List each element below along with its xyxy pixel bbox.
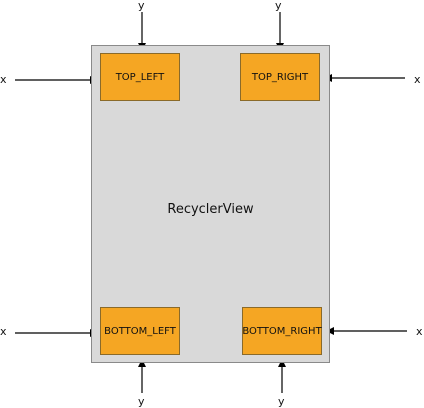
x-label-top-right: x <box>414 73 421 86</box>
item-top-left-label: TOP_LEFT <box>115 71 165 83</box>
x-label-top-left: x <box>0 73 7 86</box>
y-label-bottom-left: y <box>138 395 145 408</box>
y-label-bottom-right: y <box>278 395 285 408</box>
y-label-top-right: y <box>275 0 282 12</box>
y-label-top-left: y <box>138 0 145 12</box>
item-bottom-left: BOTTOM_LEFT <box>100 307 180 355</box>
x-label-bottom-left: x <box>0 325 7 338</box>
item-top-left: TOP_LEFT <box>100 53 180 101</box>
item-bottom-left-label: BOTTOM_LEFT <box>104 325 176 337</box>
item-top-right: TOP_RIGHT <box>240 53 320 101</box>
item-top-right-label: TOP_RIGHT <box>251 71 309 83</box>
item-bottom-right: BOTTOM_RIGHT <box>242 307 322 355</box>
recycler-view-label: RecyclerView <box>167 202 254 217</box>
x-label-bottom-right: x <box>416 325 423 338</box>
item-bottom-right-label: BOTTOM_RIGHT <box>242 325 322 337</box>
